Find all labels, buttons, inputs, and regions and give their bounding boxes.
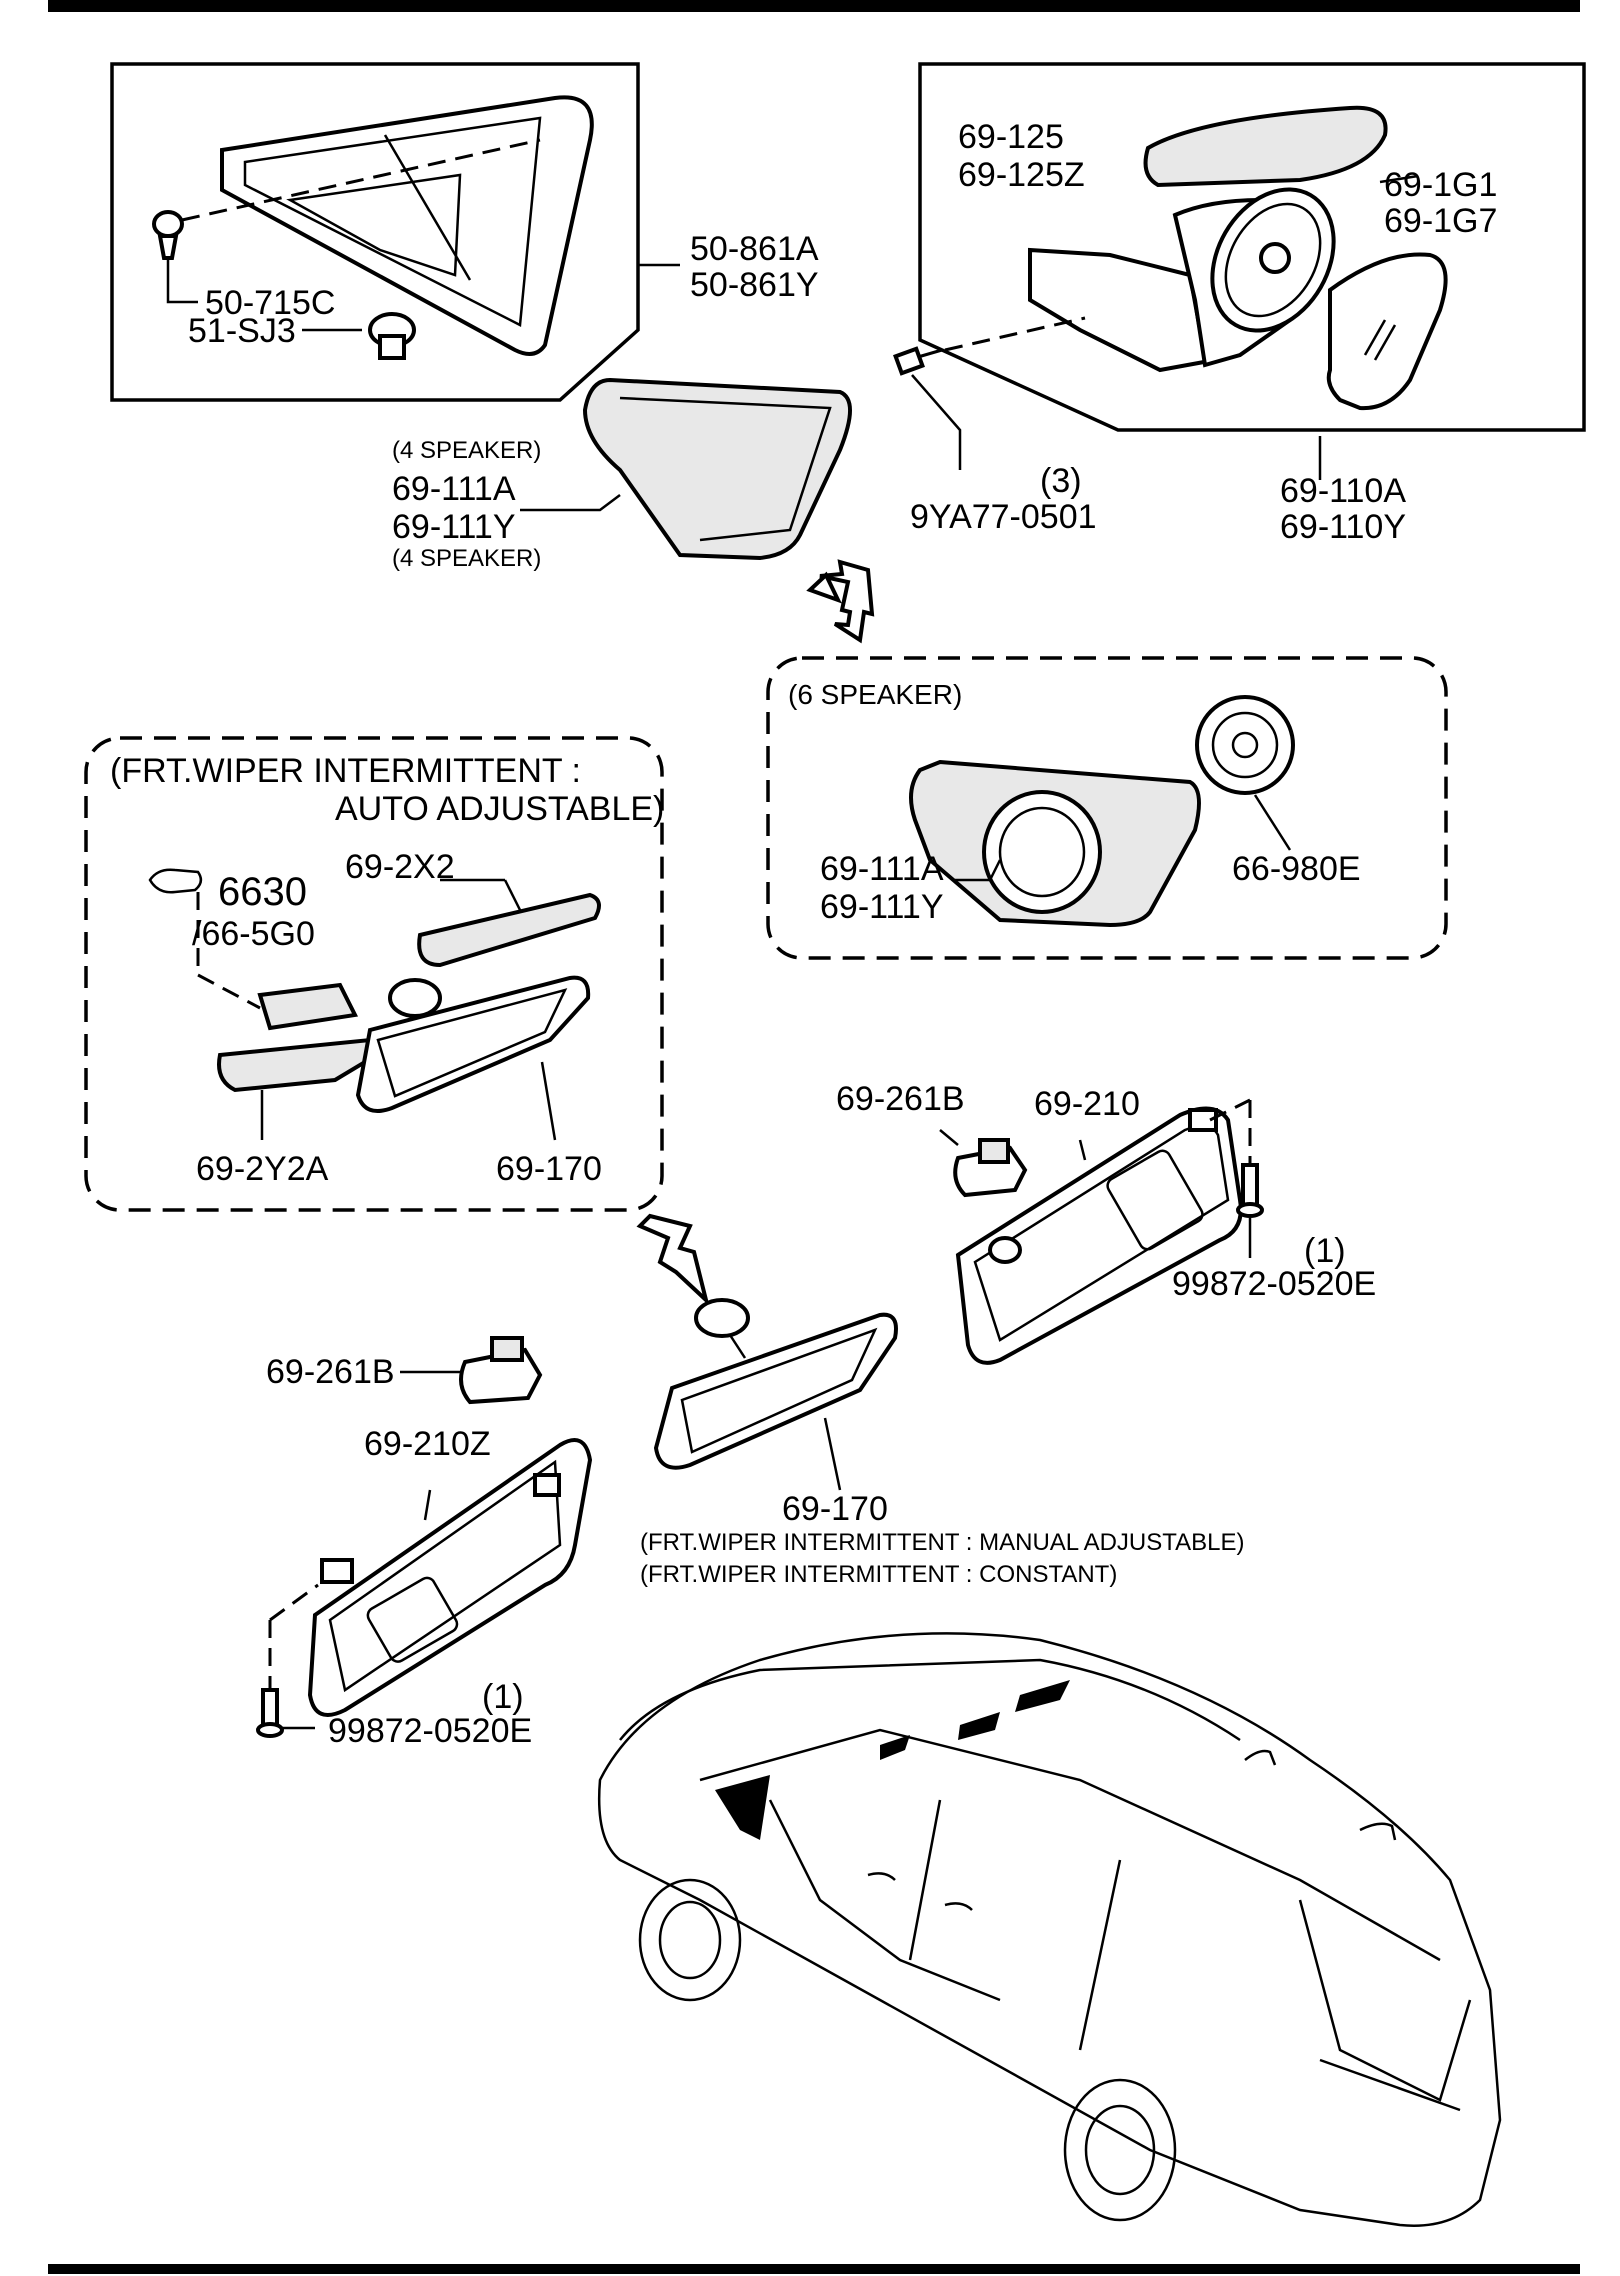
mirror-cover-69-125 xyxy=(1143,105,1388,188)
label-9ya77: 9YA77-0501 xyxy=(910,498,1097,536)
label-69-2y2a: 69-2Y2A xyxy=(196,1150,329,1188)
label-69-210z: 69-210Z xyxy=(364,1425,491,1463)
label-9ya77-qty: (3) xyxy=(1040,462,1082,500)
label-69-261b-right: 69-261B xyxy=(836,1080,965,1118)
label-6630: 6630 xyxy=(218,870,307,914)
label-auto-line1: (FRT.WIPER INTERMITTENT : xyxy=(110,752,581,790)
quarter-window-highlight xyxy=(715,1775,770,1840)
label-69-111y-4spk: 69-111Y xyxy=(392,508,516,546)
label-69-125z: 69-125Z xyxy=(958,156,1085,194)
hand-pointer-icon xyxy=(148,868,203,894)
six-speaker-group xyxy=(766,656,1448,960)
label-69-111a-6spk: 69-111A xyxy=(820,850,944,888)
quarter-window-group xyxy=(110,62,680,402)
label-6-speaker: (6 SPEAKER) xyxy=(788,679,962,710)
label-50-715c: 50-715C xyxy=(205,284,335,322)
minivan-illustration xyxy=(597,1632,1502,2227)
label-69-210: 69-210 xyxy=(1034,1085,1140,1123)
label-auto-line2: AUTO ADJUSTABLE) xyxy=(335,790,664,828)
label-50-861y: 50-861Y xyxy=(690,266,819,304)
bolt-9ya77 xyxy=(893,316,1086,376)
label-51-sj3: 51-SJ3 xyxy=(188,312,296,350)
label-69-125: 69-125 xyxy=(958,118,1064,156)
label-69-170-auto: 69-170 xyxy=(496,1150,602,1188)
outside-mirror-group xyxy=(893,62,1586,480)
label-4-speaker-bottom: (4 SPEAKER) xyxy=(392,545,541,572)
label-69-110y: 69-110Y xyxy=(1280,508,1406,546)
label-69-110a: 69-110A xyxy=(1280,472,1406,510)
label-4-speaker-top: (4 SPEAKER) xyxy=(392,437,541,464)
bottom-border xyxy=(48,2264,1580,2274)
label-99872-right: 99872-0520E xyxy=(1172,1265,1376,1303)
trim-69-111a-4spk xyxy=(520,377,852,561)
sun-visor-69-210 xyxy=(939,1098,1264,1365)
label-69-2x2: 69-2X2 xyxy=(345,848,455,886)
label-69-111a-4spk: 69-111A xyxy=(392,470,516,508)
sun-visor-highlight xyxy=(880,1735,910,1760)
sun-visor-69-210z xyxy=(256,1336,593,1738)
label-69-1g7: 69-1G7 xyxy=(1384,202,1497,240)
label-66-5g0: /66-5G0 xyxy=(192,915,315,953)
mirror-69-170-manual xyxy=(653,1298,898,1491)
clip-51-sj3 xyxy=(368,312,416,360)
label-99872-qty-left: (1) xyxy=(482,1678,524,1716)
label-99872-left: 99872-0520E xyxy=(328,1712,532,1750)
label-69-170-manual: 69-170 xyxy=(782,1490,888,1528)
label-69-1g1: 69-1G1 xyxy=(1384,166,1497,204)
label-50-861a: 50-861A xyxy=(690,230,819,268)
auto-mirror-group xyxy=(84,736,664,1212)
top-border xyxy=(48,0,1580,12)
label-69-261b-left: 69-261B xyxy=(266,1353,395,1391)
label-constant-note: (FRT.WIPER INTERMITTENT : CONSTANT) xyxy=(640,1561,1117,1588)
label-99872-qty-right: (1) xyxy=(1304,1232,1346,1270)
clip-50-715c xyxy=(152,138,541,260)
label-manual-note: (FRT.WIPER INTERMITTENT : MANUAL ADJUSTA… xyxy=(640,1529,1245,1556)
mirror-glass-69-1g1 xyxy=(1326,252,1448,411)
alternative-arrow-speaker xyxy=(806,559,875,644)
label-66-980e: 66-980E xyxy=(1232,850,1361,888)
label-69-111y-6spk: 69-111Y xyxy=(820,888,944,926)
alternative-arrow-mirror xyxy=(636,1213,710,1307)
